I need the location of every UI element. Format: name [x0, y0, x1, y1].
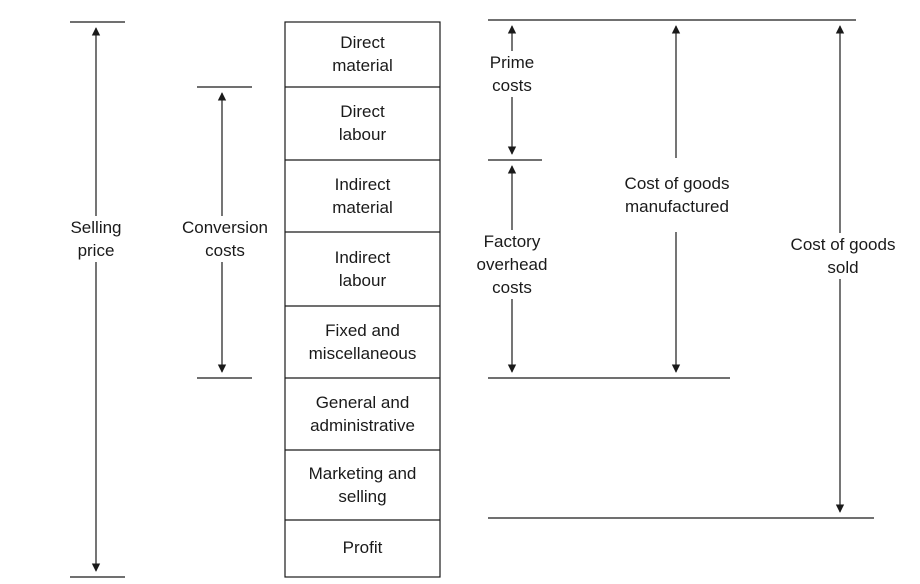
stack-label-profit: Profit: [342, 538, 383, 557]
cost-stack: [284, 21, 441, 578]
selling-price-bracket: [70, 21, 125, 578]
stack-outline: [284, 21, 441, 578]
